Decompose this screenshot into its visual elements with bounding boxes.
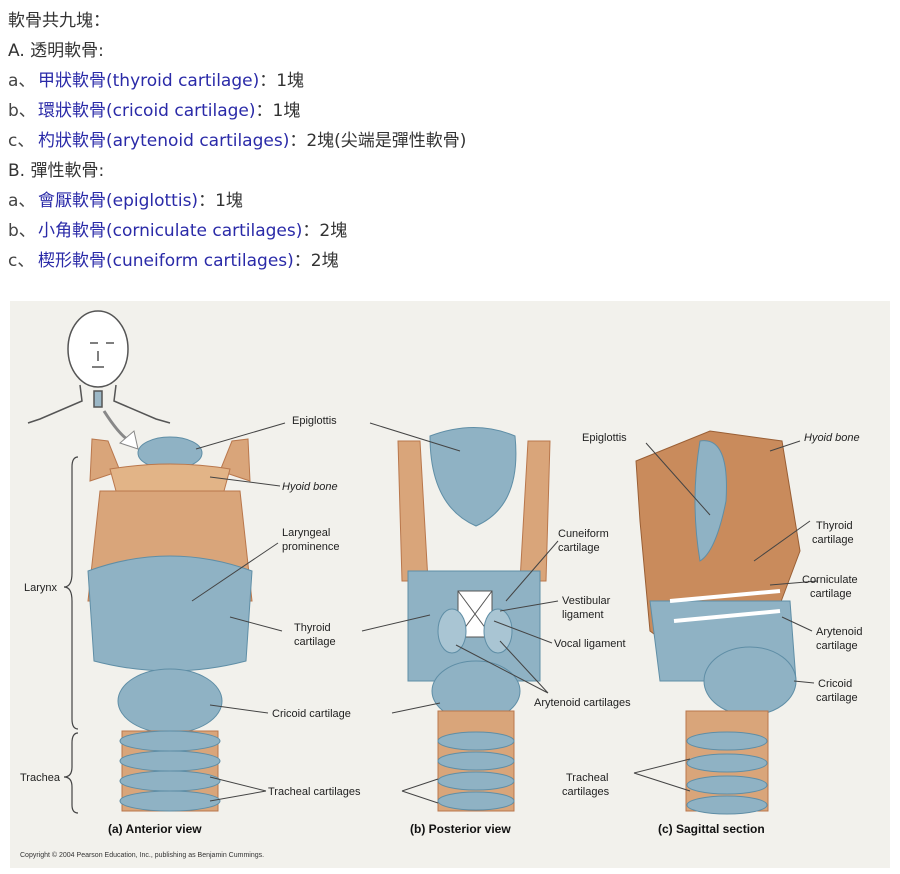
label-c-thyroid-1: Thyroid	[816, 520, 853, 532]
item-count: ：2塊(尖端是彈性軟骨)	[289, 131, 467, 151]
cartilage-text-list: 軟骨共九塊： A. 透明軟骨: a、甲狀軟骨(thyroid cartilage…	[8, 6, 888, 276]
anterior-larynx	[87, 436, 253, 812]
item-count: ：2塊	[302, 221, 348, 241]
label-epiglottis: Epiglottis	[292, 415, 337, 427]
list-item: a、甲狀軟骨(thyroid cartilage)：1塊	[8, 66, 888, 96]
label-thyroid-1: Thyroid	[294, 622, 331, 634]
item-term: 小角軟骨(corniculate cartilages)	[38, 221, 303, 241]
label-vestibular-2: ligament	[562, 609, 604, 621]
item-prefix: a、	[8, 191, 36, 211]
label-vocal-ligament: Vocal ligament	[554, 638, 626, 650]
group-b-heading: B. 彈性軟骨:	[8, 161, 105, 181]
intro-title: 軟骨共九塊：	[8, 11, 110, 31]
label-c-tracheal-2: cartilages	[562, 786, 610, 798]
label-trachea: Trachea	[20, 772, 61, 784]
item-prefix: b、	[8, 101, 36, 121]
item-term: 甲狀軟骨(thyroid cartilage)	[38, 71, 260, 91]
arrow-head-icon	[119, 430, 139, 450]
posterior-larynx	[397, 427, 551, 812]
label-c-corniculate-2: cartilage	[810, 588, 852, 600]
label-c-epiglottis: Epiglottis	[582, 432, 627, 444]
caption-sagittal: (c) Sagittal section	[658, 822, 765, 836]
item-count: ：1塊	[255, 101, 301, 121]
caption-anterior: (a) Anterior view	[108, 822, 202, 836]
item-prefix: b、	[8, 221, 36, 241]
list-item: b、環狀軟骨(cricoid cartilage)：1塊	[8, 96, 888, 126]
item-term: 楔形軟骨(cuneiform cartilages)	[38, 251, 294, 271]
item-count: ：1塊	[259, 71, 305, 91]
item-term: 環狀軟骨(cricoid cartilage)	[38, 101, 256, 121]
label-cuneiform-1: Cuneiform	[558, 528, 609, 540]
trachea-brace	[63, 732, 79, 814]
group-a-heading: A. 透明軟骨:	[8, 41, 104, 61]
label-c-arytenoid-1: Arytenoid	[816, 626, 862, 638]
label-larynx: Larynx	[24, 582, 58, 594]
label-hyoid: Hyoid bone	[282, 481, 338, 493]
sagittal-larynx	[635, 430, 801, 815]
label-c-hyoid: Hyoid bone	[804, 432, 860, 444]
label-laryngeal-1: Laryngeal	[282, 527, 330, 539]
cricoid-shape	[117, 668, 223, 734]
label-c-arytenoid-2: cartilage	[816, 640, 858, 652]
larynx-brace	[63, 456, 79, 730]
label-arytenoid-cartilages: Arytenoid cartilages	[534, 697, 631, 709]
label-cricoid: Cricoid cartilage	[272, 708, 351, 720]
label-vestibular-1: Vestibular	[562, 595, 611, 607]
list-item: c、杓狀軟骨(arytenoid cartilages)：2塊(尖端是彈性軟骨)	[8, 126, 888, 156]
caption-posterior: (b) Posterior view	[410, 822, 511, 836]
label-thyroid-2: cartilage	[294, 636, 336, 648]
list-item: b、小角軟骨(corniculate cartilages)：2塊	[8, 216, 888, 246]
label-c-corniculate-1: Corniculate	[802, 574, 858, 586]
list-item: c、楔形軟骨(cuneiform cartilages)：2塊	[8, 246, 888, 276]
copyright-text: Copyright © 2004 Pearson Education, Inc.…	[20, 851, 264, 859]
item-prefix: a、	[8, 71, 36, 91]
thyroid-shield	[87, 555, 253, 672]
item-count: ：1塊	[198, 191, 243, 211]
head-outline-icon	[27, 310, 171, 424]
larynx-diagram: Epiglottis Hyoid bone Laryngeal prominen…	[10, 301, 890, 868]
list-item: a、會厭軟骨(epiglottis)：1塊	[8, 186, 888, 216]
item-prefix: c、	[8, 131, 35, 151]
label-c-cricoid-1: Cricoid	[818, 678, 852, 690]
leader-lines	[191, 422, 819, 804]
epiglottis-shape-c	[694, 440, 727, 562]
item-term: 杓狀軟骨(arytenoid cartilages)	[38, 131, 290, 151]
larynx-figure: Epiglottis Hyoid bone Laryngeal prominen…	[10, 301, 890, 868]
label-c-cricoid-2: cartilage	[816, 692, 858, 704]
label-c-thyroid-2: cartilage	[812, 534, 854, 546]
item-prefix: c、	[8, 251, 35, 271]
label-cuneiform-2: cartilage	[558, 542, 600, 554]
label-laryngeal-2: prominence	[282, 541, 339, 553]
item-term: 會厭軟骨(epiglottis)	[38, 191, 199, 211]
label-c-tracheal-1: Tracheal	[566, 772, 608, 784]
epiglottis-shape-b	[429, 427, 517, 527]
label-tracheal-cartilages: Tracheal cartilages	[268, 786, 361, 798]
item-count: ：2塊	[293, 251, 339, 271]
